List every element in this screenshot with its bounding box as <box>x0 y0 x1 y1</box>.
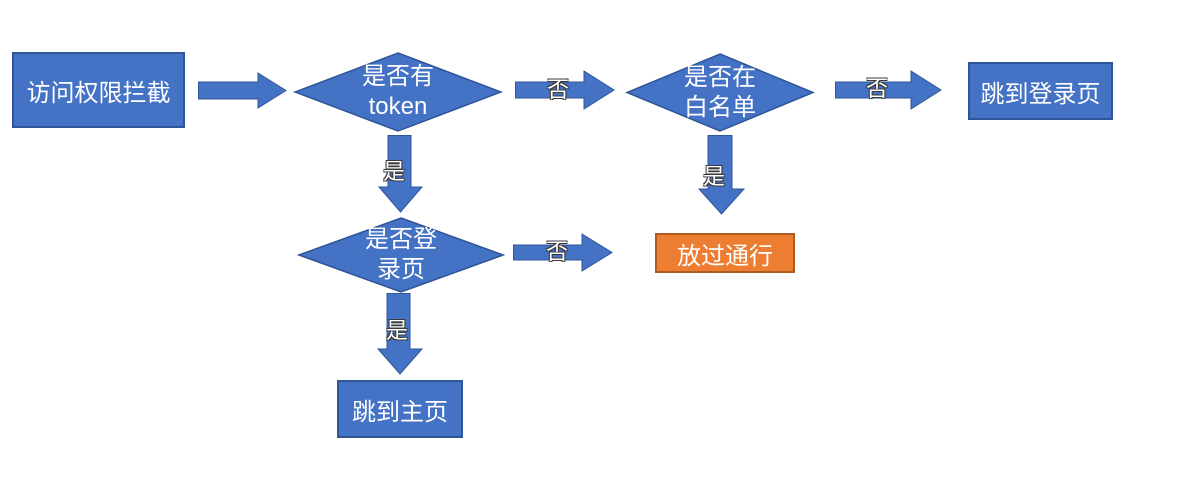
node-has-token-label: 是否有 token <box>362 63 434 120</box>
node-has-token-decision: 是否有 token <box>293 52 503 132</box>
edge-label-loginpage-no: 否 <box>545 239 569 264</box>
node-goto-home-page-label: 跳到主页 <box>352 398 448 426</box>
diamond-shape-icon <box>293 52 503 132</box>
arrow-logincheck-to-allow-icon <box>513 233 613 272</box>
diamond-shape-icon <box>297 217 505 293</box>
arrow-whitelist-to-allow-icon <box>698 135 745 215</box>
arrow-token-to-whitelist-icon <box>515 70 615 110</box>
node-in-whitelist-decision: 是否在 白名单 <box>625 53 815 132</box>
node-goto-login-page-label: 跳到登录页 <box>980 80 1101 108</box>
node-allow-pass: 放过通行 <box>655 233 795 273</box>
arrow-logincheck-to-home-icon <box>377 293 423 375</box>
node-goto-login-page: 跳到登录页 <box>968 62 1113 120</box>
node-allow-pass-label: 放过通行 <box>677 242 773 270</box>
edge-label-token-no: 否 <box>546 77 570 102</box>
node-access-interceptor-label: 访问权限拦截 <box>26 79 171 107</box>
arrow-start-to-token-icon <box>198 72 287 109</box>
node-goto-home-page: 跳到主页 <box>337 380 463 438</box>
edge-label-loginpage-yes: 是 <box>385 318 409 343</box>
arrow-whitelist-to-login-icon <box>835 70 942 110</box>
node-is-login-page-decision: 是否登 录页 <box>297 217 505 293</box>
edge-label-token-yes: 是 <box>382 159 406 184</box>
edge-label-whitelist-yes: 是 <box>702 164 726 189</box>
node-access-interceptor: 访问权限拦截 <box>12 52 185 128</box>
node-is-login-page-label: 是否登 录页 <box>365 226 437 283</box>
edge-label-whitelist-no: 否 <box>865 76 889 101</box>
arrow-token-to-logincheck-icon <box>378 135 423 213</box>
diamond-shape-icon <box>625 53 815 132</box>
node-in-whitelist-label: 是否在 白名单 <box>684 63 756 121</box>
